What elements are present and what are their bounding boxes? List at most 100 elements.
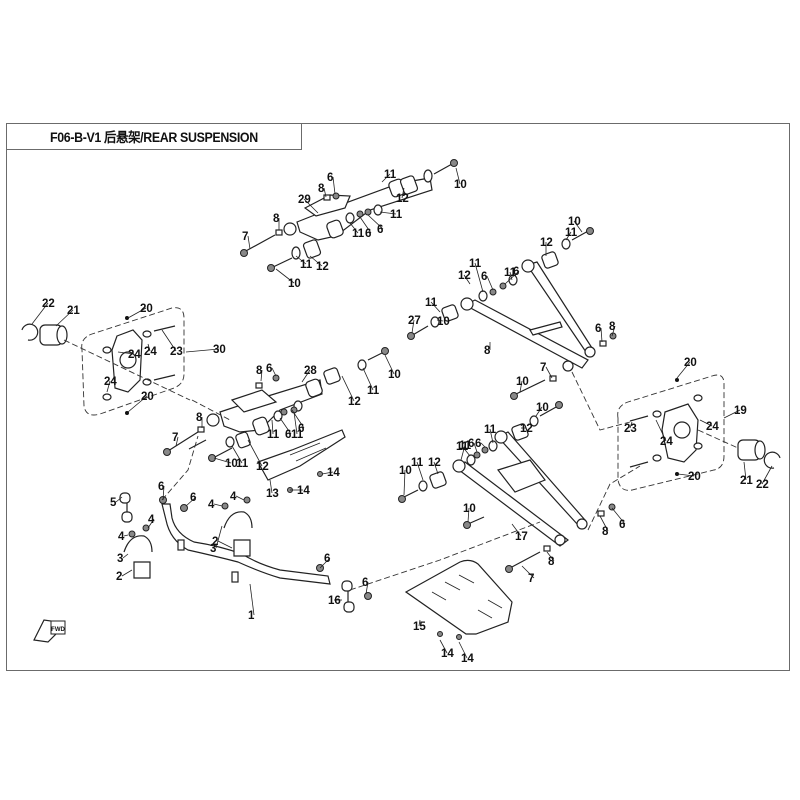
bolt-head bbox=[381, 347, 389, 355]
bushing bbox=[252, 416, 270, 436]
lower-arm-bracket bbox=[230, 389, 278, 413]
callout-part-number: 8 bbox=[196, 412, 203, 424]
guard-slot bbox=[289, 442, 321, 456]
callout-part-number: 21 bbox=[740, 475, 753, 487]
callout-leader-line bbox=[461, 445, 471, 457]
callout-leader-line bbox=[293, 411, 298, 435]
callout-leader-line bbox=[106, 380, 111, 393]
callout-leader-line bbox=[323, 187, 327, 198]
callout-part-number: 10 bbox=[536, 402, 549, 414]
callout-part-number: 12 bbox=[316, 261, 329, 273]
callout-leader-line bbox=[359, 216, 372, 234]
callout-part-number: 3 bbox=[117, 553, 123, 565]
callout-leader-line bbox=[260, 369, 263, 382]
callout-leader-line bbox=[455, 167, 461, 185]
bolt-4 bbox=[243, 496, 251, 504]
callout-part-number: 1 bbox=[248, 610, 255, 622]
callout-leader-line bbox=[295, 255, 307, 265]
bolt-head bbox=[463, 521, 471, 529]
arm-27-front-tube bbox=[463, 299, 589, 369]
callout-part-number: 11 bbox=[291, 429, 304, 441]
bar-collar bbox=[177, 539, 185, 551]
callout-part-number: 12 bbox=[458, 270, 471, 282]
bushing-24 bbox=[102, 393, 112, 401]
callout-part-number: 27 bbox=[408, 315, 421, 327]
callout-part-number: 30 bbox=[213, 344, 226, 356]
callout-leader-line bbox=[565, 231, 572, 241]
bushing-12 bbox=[323, 367, 341, 385]
fwd-text: FWD bbox=[51, 627, 65, 633]
callout-leader-line bbox=[117, 351, 135, 355]
callout-leader-line bbox=[235, 495, 245, 501]
callout-leader-line bbox=[467, 507, 470, 523]
callout-part-number: 11 bbox=[352, 228, 365, 240]
callout-leader-line bbox=[418, 619, 421, 627]
callout-part-number: 14 bbox=[297, 485, 310, 497]
callout-part-number: 11 bbox=[425, 297, 438, 309]
bolt-head bbox=[163, 448, 171, 456]
callout-part-number: 12 bbox=[540, 237, 553, 249]
callout-leader-line bbox=[115, 496, 123, 503]
hub-bore bbox=[673, 421, 691, 439]
callout-part-number: 14 bbox=[441, 648, 454, 660]
callout-part-number: 3 bbox=[210, 543, 216, 555]
bushing-24 bbox=[142, 330, 152, 338]
callout-part-number: 23 bbox=[170, 346, 183, 358]
callout-leader-line bbox=[123, 534, 129, 537]
pin-23 bbox=[629, 461, 649, 468]
bearing-face bbox=[56, 325, 68, 345]
bushing-24 bbox=[693, 394, 703, 402]
callout-leader-line bbox=[31, 302, 49, 325]
grease-fitting-20 bbox=[675, 378, 679, 382]
callout-leader-line bbox=[249, 583, 255, 616]
washer-11 bbox=[488, 440, 498, 452]
callout-leader-line bbox=[269, 479, 273, 494]
callout-leader-line bbox=[411, 319, 415, 334]
callout-part-number: 6 bbox=[481, 271, 487, 283]
callout-part-number: 19 bbox=[734, 405, 747, 417]
bolt-7 bbox=[243, 234, 276, 253]
arm-eye bbox=[460, 297, 474, 311]
callout-part-number: 21 bbox=[67, 305, 80, 317]
callout-part-number: 11 bbox=[565, 227, 578, 239]
skid-plate-15 bbox=[404, 559, 513, 640]
callout-part-number: 12 bbox=[348, 396, 361, 408]
connection-line bbox=[191, 399, 231, 421]
bolt-10 bbox=[467, 516, 485, 525]
callout-leader-line bbox=[473, 442, 478, 453]
screw-14 bbox=[317, 471, 323, 477]
arm-eye bbox=[576, 518, 588, 530]
washer-11 bbox=[291, 246, 301, 260]
callout-leader-line bbox=[676, 361, 691, 379]
callout-leader-line bbox=[147, 518, 155, 529]
callout-leader-line bbox=[185, 348, 220, 353]
callout-leader-line bbox=[349, 222, 359, 234]
callout-part-number: 4 bbox=[208, 499, 215, 511]
callout-leader-line bbox=[185, 496, 197, 507]
callout-leader-line bbox=[301, 369, 311, 383]
bolt-head bbox=[510, 392, 518, 400]
arm-17-gusset bbox=[496, 459, 546, 493]
assembly-boundary-19 bbox=[617, 374, 725, 491]
guard-13 bbox=[257, 429, 346, 481]
callout-part-number: 6 bbox=[362, 577, 368, 589]
bolt-head bbox=[555, 401, 563, 409]
callout-part-number: 6 bbox=[619, 519, 625, 531]
washer-11 bbox=[466, 454, 476, 466]
callout-part-number: 4 bbox=[118, 531, 125, 543]
upper-arm-rear-top bbox=[240, 159, 458, 272]
callout-part-number: 8 bbox=[273, 213, 280, 225]
callout-part-number: 15 bbox=[413, 621, 426, 633]
callout-part-number: 11 bbox=[411, 457, 424, 469]
callout-leader-line bbox=[460, 444, 466, 461]
callout-leader-line bbox=[699, 419, 713, 427]
pin-23 bbox=[153, 325, 176, 332]
bolt-head bbox=[450, 159, 458, 167]
callout-leader-line bbox=[489, 428, 494, 444]
lower-arm-a-frame bbox=[398, 401, 616, 573]
bolt-8 bbox=[323, 194, 331, 201]
bushing-2 bbox=[233, 539, 251, 557]
callout-leader-line bbox=[291, 409, 305, 429]
callout-leader-line bbox=[611, 507, 626, 525]
